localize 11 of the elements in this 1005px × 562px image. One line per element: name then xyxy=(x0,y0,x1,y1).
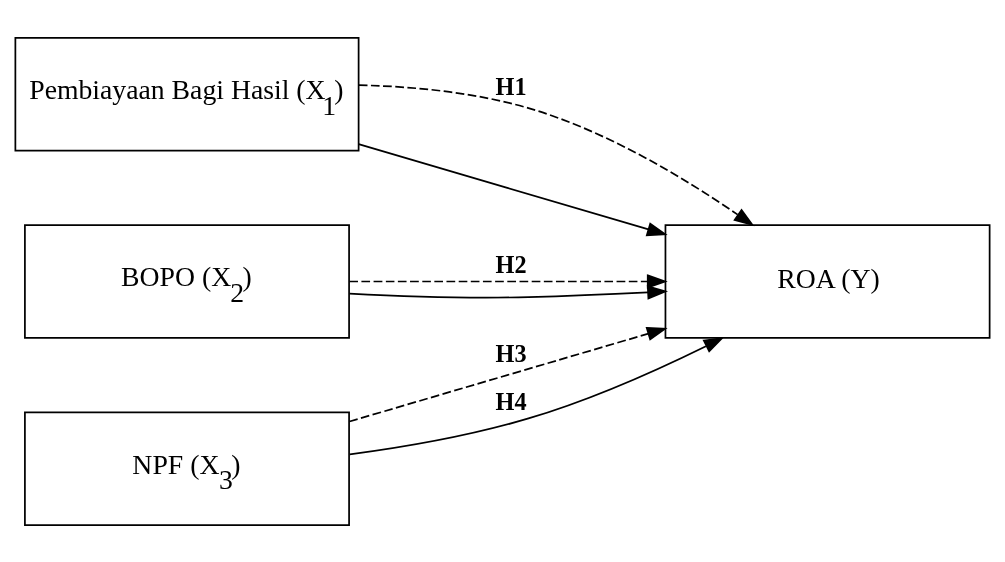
arrow xyxy=(348,336,725,455)
arrow xyxy=(348,273,668,289)
arrow xyxy=(357,142,668,236)
edge-label: H4 xyxy=(495,387,527,415)
edge-label: H2 xyxy=(495,250,527,278)
node-box: ROA (Y) xyxy=(664,223,991,339)
edge-label: H1 xyxy=(495,72,527,100)
arrow xyxy=(348,284,668,300)
edge-label: H3 xyxy=(495,339,527,367)
arrow xyxy=(348,326,668,422)
arrow xyxy=(358,83,755,226)
